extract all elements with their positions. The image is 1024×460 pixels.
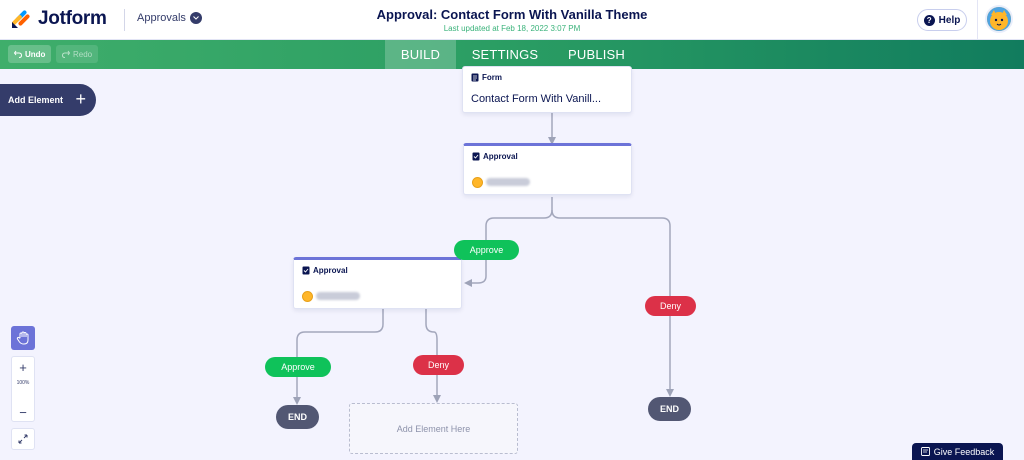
- redo-label: Redo: [73, 49, 93, 59]
- approval-node-2-header: Approval: [302, 266, 348, 275]
- assignee-name-redacted: [316, 292, 360, 301]
- approval-node-1-header: Approval: [472, 152, 518, 161]
- assignee-name-redacted: [486, 178, 530, 187]
- undo-button[interactable]: Undo: [8, 45, 52, 63]
- hand-icon: [16, 331, 29, 345]
- give-feedback-button[interactable]: Give Feedback: [912, 443, 1003, 460]
- form-node-type: Form: [482, 73, 502, 82]
- form-node-header: Form: [471, 73, 502, 82]
- jotform-logo[interactable]: Jotform: [10, 8, 107, 30]
- connector-approve-end: [293, 309, 384, 405]
- zoom-level: 100%: [16, 380, 30, 386]
- help-button[interactable]: ? Help: [917, 9, 967, 31]
- expand-icon: [18, 434, 28, 444]
- approval-icon: [472, 152, 480, 161]
- tab-build[interactable]: BUILD: [385, 40, 456, 69]
- undo-icon: [14, 50, 22, 58]
- tab-settings[interactable]: SETTINGS: [471, 47, 539, 62]
- form-icon: [471, 73, 479, 82]
- approval-node-2[interactable]: Approval: [293, 257, 462, 309]
- approval-icon: [302, 266, 310, 275]
- chevron-down-icon: [189, 12, 202, 24]
- connector-deny-branch: [551, 209, 674, 397]
- tab-publish[interactable]: PUBLISH: [567, 47, 626, 62]
- plus-icon: +: [75, 89, 86, 109]
- builder-nav-bar: Undo Redo BUILD SETTINGS PUBLISH: [0, 40, 1024, 69]
- approval-node-1-type: Approval: [483, 152, 518, 161]
- undo-label: Undo: [25, 49, 46, 59]
- assignee-avatar-icon: [302, 290, 313, 302]
- approval-node-1-assignee: [472, 176, 530, 188]
- add-element-label: Add Element: [8, 95, 64, 105]
- help-icon: ?: [923, 14, 935, 26]
- app-switcher-label: Approvals: [137, 12, 186, 24]
- fit-view-button[interactable]: [11, 428, 35, 450]
- add-element-button[interactable]: Add Element +: [0, 84, 96, 116]
- avatar[interactable]: [985, 5, 1013, 33]
- redo-button[interactable]: Redo: [56, 45, 99, 63]
- approve-branch-label-1[interactable]: Approve: [454, 240, 519, 260]
- header-divider: [124, 9, 125, 31]
- approve-branch-label-2[interactable]: Approve: [265, 357, 331, 377]
- add-element-placeholder[interactable]: Add Element Here: [349, 403, 518, 454]
- jotform-logo-icon: [12, 10, 30, 28]
- redo-icon: [62, 50, 70, 58]
- connector-deny-placeholder: [425, 309, 441, 403]
- assignee-avatar-icon: [472, 176, 483, 188]
- connector-approve-branch: [464, 197, 553, 287]
- deny-branch-label-2[interactable]: Deny: [413, 355, 464, 375]
- approval-node-2-type: Approval: [313, 266, 348, 275]
- end-node-1: END: [276, 405, 319, 429]
- zoom-out-button[interactable]: −: [19, 404, 27, 420]
- approval-node-1[interactable]: Approval: [463, 143, 632, 195]
- give-feedback-label: Give Feedback: [933, 446, 995, 457]
- feedback-icon: [920, 447, 930, 456]
- avatar-icon: [987, 7, 1011, 31]
- end-node-2: END: [648, 397, 691, 421]
- form-node-name: Contact Form With Vanill...: [471, 93, 601, 105]
- last-updated-text: Last updated at Feb 18, 2022 3:07 PM: [443, 24, 581, 33]
- brand-name: Jotform: [38, 8, 107, 29]
- zoom-in-button[interactable]: +: [19, 359, 27, 375]
- top-bar: Jotform Approvals Approval: Contact Form…: [0, 0, 1024, 40]
- form-node[interactable]: Form Contact Form With Vanill...: [462, 66, 632, 113]
- app-switcher[interactable]: Approvals: [137, 12, 202, 24]
- header-right-divider: [977, 0, 978, 40]
- help-label: Help: [938, 14, 961, 26]
- zoom-group: + 100% −: [11, 356, 35, 422]
- approval-node-2-assignee: [302, 290, 360, 302]
- deny-branch-label-1[interactable]: Deny: [645, 296, 696, 316]
- pan-tool-button[interactable]: [11, 326, 35, 350]
